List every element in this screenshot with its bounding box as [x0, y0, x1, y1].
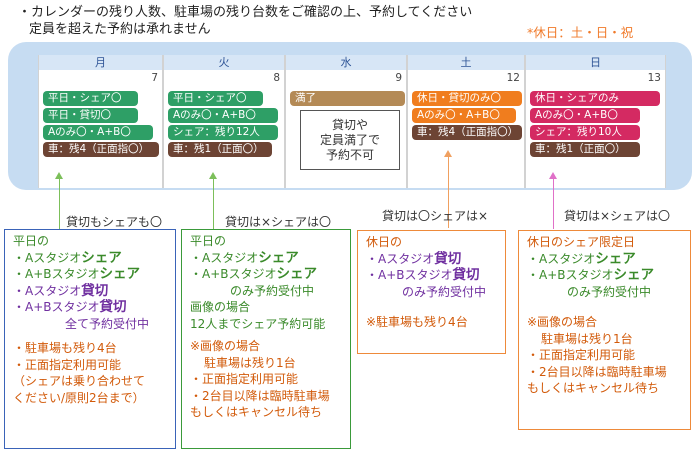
info-box-holiday-share: 休日のシェア限定日 ・Aスタジオシェア ・A+Bスタジオシェア のみ予約受付中 …: [518, 230, 691, 430]
box-title: 休日の: [366, 235, 403, 249]
box-line: ・正面指定利用可能: [190, 372, 299, 386]
unavailable-note: 貸切や 定員満了で 予約不可: [300, 110, 400, 170]
calendar: 月 7 平日・シェア〇 平日・貸切〇 Aのみ〇・A+B〇 車：残4（正面指〇） …: [38, 55, 666, 188]
day-column-wed[interactable]: 水 9 満了 貸切や 定員満了で 予約不可: [285, 55, 407, 188]
box-line: ・Aスタジオ貸切: [366, 250, 462, 267]
day-header: 火: [164, 55, 284, 70]
day-header: 水: [286, 55, 406, 70]
event-chip[interactable]: 平日・貸切〇: [43, 108, 138, 123]
event-chip[interactable]: 平日・シェア〇: [168, 91, 263, 106]
event-chip[interactable]: シェア：残り10人: [530, 125, 640, 140]
info-box-weekday-share: 平日の ・Aスタジオシェア ・A+Bスタジオシェア のみ予約受付中 画像の場合 …: [181, 229, 351, 449]
intro-text: ・カレンダーの残り人数、駐車場の残り台数をご確認の上、予約してください 定員を超…: [18, 4, 472, 38]
arrow-head-sun: [549, 172, 557, 179]
box-line: ください/原則2台まで）: [13, 390, 145, 405]
holiday-legend: *休日：土・日・祝: [527, 25, 634, 40]
box-line: 12人までシェア予約可能: [190, 316, 326, 331]
box-line: ・Aスタジオシェア: [13, 249, 122, 266]
event-chip[interactable]: 休日・貸切のみ〇: [412, 91, 522, 106]
arrow-line-mon: [59, 177, 60, 229]
day-column-mon[interactable]: 月 7 平日・シェア〇 平日・貸切〇 Aのみ〇・A+B〇 車：残4（正面指〇）: [38, 55, 163, 188]
box-line: ・A+Bスタジオ貸切: [13, 299, 127, 315]
note-line: 予約不可: [325, 148, 374, 162]
info-box-holiday-charter: 休日の ・Aスタジオ貸切 ・A+Bスタジオ貸切 のみ予約受付中 ※駐車場も残り4…: [357, 230, 506, 354]
arrow-head-mon: [55, 172, 63, 179]
arrow-head-sat: [444, 150, 452, 157]
day-header: 日: [526, 55, 665, 70]
day-header: 月: [39, 55, 162, 70]
box-line: ・2台目以降は臨時駐車場: [190, 388, 330, 403]
box-line: もしくはキャンセル待ち: [527, 381, 660, 395]
box-title: 平日の: [190, 234, 227, 248]
arrow-head-tue: [209, 172, 217, 179]
box-title: 休日のシェア限定日: [527, 235, 636, 249]
box-line: ・駐車場も残り4台: [13, 341, 117, 355]
date-number: 12: [506, 72, 520, 84]
event-chip-parking[interactable]: 車：残1（正面〇）: [530, 142, 640, 157]
day-header: 土: [408, 55, 524, 70]
event-chip[interactable]: 休日・シェアのみ: [530, 91, 660, 106]
note-line: 定員満了で: [319, 133, 380, 147]
intro-line-1: ・カレンダーの残り人数、駐車場の残り台数をご確認の上、予約してください: [18, 5, 473, 20]
box-line: 駐車場は残り1台: [204, 355, 296, 370]
box-line: 画像の場合: [190, 300, 251, 314]
callout-label-sat: 貸切は〇シェアは×: [382, 209, 489, 223]
box-line: のみ予約受付中: [230, 283, 315, 298]
box-line: 全て予約受付中: [65, 316, 150, 331]
event-chip-parking[interactable]: 車：残4（正面指〇）: [43, 142, 159, 157]
event-chip[interactable]: Aのみ〇・A+B〇: [530, 108, 640, 123]
box-line: ・A+Bスタジオシェア: [13, 266, 140, 282]
box-line: のみ予約受付中: [402, 284, 487, 299]
day-column-sat[interactable]: 土 12 休日・貸切のみ〇 Aのみ〇・A+B〇 車：残4（正面指〇）: [407, 55, 525, 188]
event-chip-full[interactable]: 満了: [290, 91, 405, 106]
day-column-tue[interactable]: 火 8 平日・シェア〇 Aのみ〇・A+B〇 シェア：残り12人 車：残1（正面〇…: [163, 55, 285, 188]
event-chip[interactable]: Aのみ〇・A+B〇: [412, 108, 516, 123]
box-line: ・Aスタジオシェア: [190, 249, 299, 266]
callout-label-sun: 貸切は×シェアは〇: [564, 209, 671, 223]
arrow-line-sat: [448, 155, 449, 228]
box-title: 平日の: [13, 234, 50, 248]
box-line: ・A+Bスタジオシェア: [527, 267, 654, 283]
box-line: ※画像の場合: [527, 315, 598, 329]
box-line: ・正面指定利用可能: [527, 348, 636, 362]
box-line: ・2台目以降は臨時駐車場: [527, 364, 667, 379]
event-chip[interactable]: 平日・シェア〇: [43, 91, 138, 106]
callout-label-tue: 貸切は×シェアは〇: [225, 215, 332, 229]
box-line: ※画像の場合: [190, 339, 261, 353]
box-line: もしくはキャンセル待ち: [190, 405, 323, 419]
box-line: ・A+Bスタジオ貸切: [366, 267, 480, 283]
box-line: のみ予約受付中: [567, 284, 652, 299]
box-line: ・Aスタジオシェア: [527, 250, 636, 267]
box-line: 駐車場は残り1台: [541, 331, 633, 346]
date-number: 7: [151, 72, 158, 84]
date-number: 13: [647, 72, 661, 84]
arrow-line-tue: [213, 177, 214, 229]
intro-line-2: 定員を超えた予約は承れません: [29, 22, 211, 37]
event-chip[interactable]: Aのみ〇・A+B〇: [43, 125, 153, 140]
event-chip[interactable]: シェア：残り12人: [168, 125, 278, 140]
note-line: 貸切や: [331, 118, 368, 132]
box-line: （シェアは乗り合わせて: [13, 374, 146, 388]
date-number: 8: [273, 72, 280, 84]
callout-label-mon: 貸切もシェアも〇: [66, 215, 163, 229]
event-chip[interactable]: Aのみ〇・A+B〇: [168, 108, 278, 123]
event-chip-parking[interactable]: 車：残1（正面〇）: [168, 142, 272, 157]
box-line: ・Aスタジオ貸切: [13, 282, 109, 299]
arrow-line-sun: [553, 177, 554, 229]
box-line: ※駐車場も残り4台: [366, 315, 468, 329]
box-line: ・正面指定利用可能: [13, 357, 122, 372]
info-box-weekday-all: 平日の ・Aスタジオシェア ・A+Bスタジオシェア ・Aスタジオ貸切 ・A+Bス…: [4, 229, 176, 449]
date-number: 9: [395, 72, 402, 84]
box-line: ・A+Bスタジオシェア: [190, 266, 317, 282]
event-chip-parking[interactable]: 車：残4（正面指〇）: [412, 125, 522, 140]
day-column-sun[interactable]: 日 13 休日・シェアのみ Aのみ〇・A+B〇 シェア：残り10人 車：残1（正…: [525, 55, 666, 188]
